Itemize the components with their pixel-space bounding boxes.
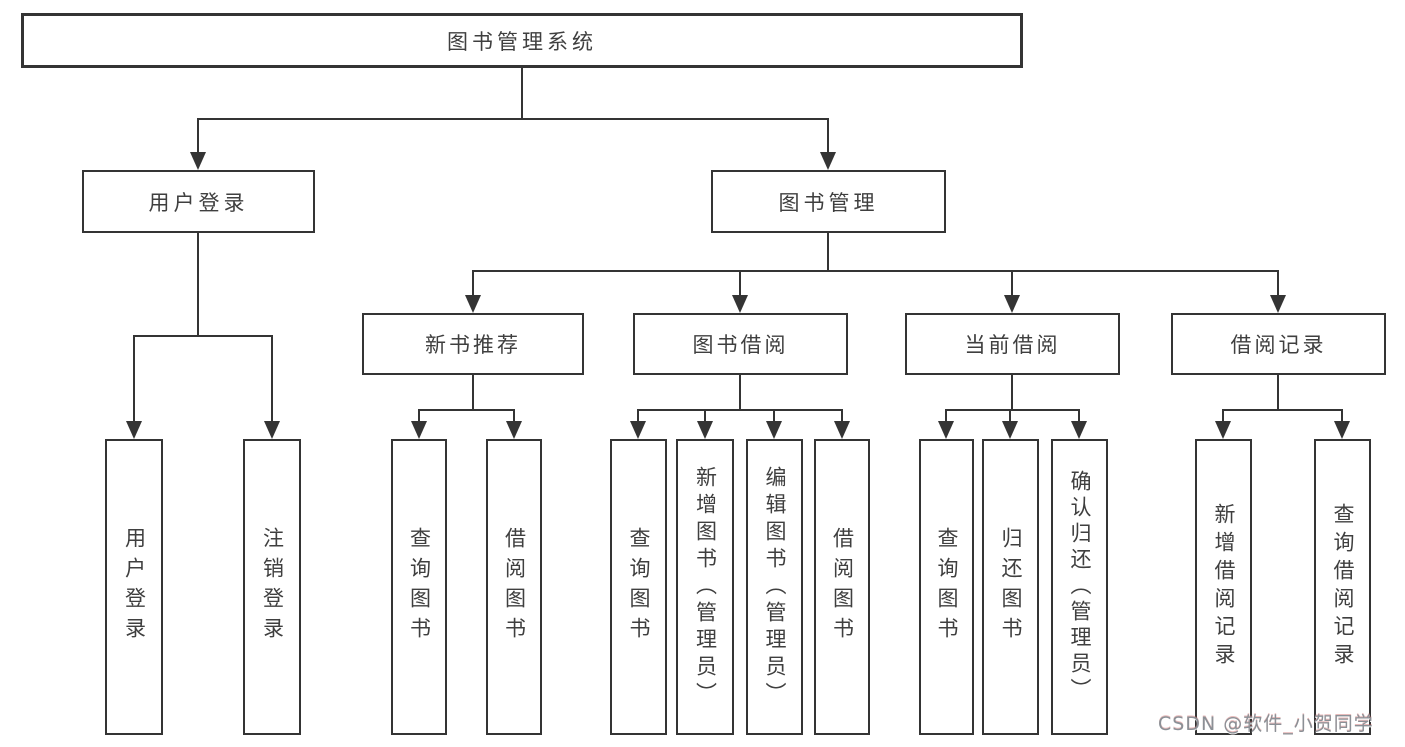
leaf-newbooks-query-books: 查询图书 <box>391 439 447 735</box>
flow-arrowhead <box>766 421 782 439</box>
flow-arrowhead <box>834 421 850 439</box>
leaf-borrow-books: 借阅图书 <box>814 439 870 735</box>
leaf-user-login-label: 用户登录 <box>122 527 147 647</box>
leaf-logout: 注销登录 <box>243 439 301 735</box>
connector-level1-bar <box>197 118 829 120</box>
connector-book-borrow-bar <box>637 409 843 411</box>
connector-drop <box>739 270 741 297</box>
flow-arrowhead <box>938 421 954 439</box>
connector-current-borrow-bar <box>945 409 1080 411</box>
connector-drop <box>197 118 199 154</box>
node-root: 图书管理系统 <box>21 13 1023 68</box>
connector-drop <box>513 409 515 423</box>
leaf-query-borrow-record-label: 查询借阅记录 <box>1331 503 1355 671</box>
leaf-edit-books-admin-label: 编辑图书（管理员） <box>763 465 787 709</box>
flow-arrowhead <box>411 421 427 439</box>
connector-drop <box>271 335 273 423</box>
leaf-add-books-admin: 新增图书（管理员） <box>676 439 734 735</box>
flow-arrowhead <box>506 421 522 439</box>
connector-borrow-records-bar <box>1222 409 1343 411</box>
node-root-label: 图书管理系统 <box>447 29 597 54</box>
leaf-borrow-query-books: 查询图书 <box>610 439 667 735</box>
leaf-return-books-label: 归还图书 <box>999 527 1023 647</box>
connector-records-stem <box>1277 375 1279 411</box>
connector-user-login-stem <box>197 233 199 337</box>
flow-arrowhead <box>1071 421 1087 439</box>
node-book-management-label: 图书管理 <box>778 190 879 215</box>
leaf-user-login: 用户登录 <box>105 439 163 735</box>
flow-arrowhead <box>1270 295 1286 313</box>
flow-arrowhead <box>1215 421 1231 439</box>
flow-arrowhead <box>1004 295 1020 313</box>
leaf-confirm-return-admin: 确认归还（管理员） <box>1051 439 1108 735</box>
flow-arrowhead <box>264 421 280 439</box>
leaf-add-books-admin-label: 新增图书（管理员） <box>693 465 718 709</box>
connector-drop <box>1341 409 1343 423</box>
node-user-login-label: 用户登录 <box>148 190 249 215</box>
connector-drop <box>133 335 135 423</box>
connector-drop <box>472 270 474 297</box>
connector-new-books-stem <box>472 375 474 411</box>
leaf-logout-label: 注销登录 <box>260 527 285 647</box>
leaf-newbooks-borrow-books: 借阅图书 <box>486 439 542 735</box>
leaf-newbooks-borrow-books-label: 借阅图书 <box>502 527 527 647</box>
node-current-borrow: 当前借阅 <box>905 313 1120 375</box>
leaf-borrow-books-label: 借阅图书 <box>830 527 855 647</box>
flow-arrowhead <box>630 421 646 439</box>
leaf-confirm-return-admin-label: 确认归还（管理员） <box>1068 470 1092 704</box>
flow-arrowhead <box>126 421 142 439</box>
leaf-current-query-books: 查询图书 <box>919 439 974 735</box>
leaf-newbooks-query-books-label: 查询图书 <box>407 527 432 647</box>
connector-level2-bar <box>472 270 1279 272</box>
node-borrow-records: 借阅记录 <box>1171 313 1386 375</box>
connector-new-books-bar <box>418 409 515 411</box>
connector-drop <box>773 409 775 423</box>
leaf-query-borrow-record: 查询借阅记录 <box>1314 439 1371 735</box>
flow-arrowhead <box>820 152 836 170</box>
connector-root-stem <box>521 68 523 118</box>
node-book-management: 图书管理 <box>711 170 946 233</box>
node-user-login: 用户登录 <box>82 170 315 233</box>
connector-drop <box>945 409 947 423</box>
connector-drop <box>1222 409 1224 423</box>
connector-drop <box>637 409 639 423</box>
flow-arrowhead <box>1002 421 1018 439</box>
node-new-book-recommend-label: 新书推荐 <box>425 333 521 357</box>
connector-current-stem <box>1011 375 1013 411</box>
leaf-current-query-books-label: 查询图书 <box>935 527 959 647</box>
node-borrow-records-label: 借阅记录 <box>1230 333 1327 357</box>
flow-arrowhead <box>1334 421 1350 439</box>
connector-drop <box>1078 409 1080 423</box>
leaf-add-borrow-record: 新增借阅记录 <box>1195 439 1252 735</box>
flow-arrowhead <box>190 152 206 170</box>
csdn-watermark: CSDN @软件_小贺同学 <box>1158 713 1374 735</box>
leaf-edit-books-admin: 编辑图书（管理员） <box>746 439 803 735</box>
node-current-borrow-label: 当前借阅 <box>964 333 1061 357</box>
connector-borrow-stem <box>739 375 741 411</box>
flow-arrowhead <box>465 295 481 313</box>
connector-drop <box>827 118 829 154</box>
connector-drop <box>704 409 706 423</box>
connector-drop <box>841 409 843 423</box>
connector-book-mgmt-stem <box>827 233 829 272</box>
connector-drop <box>1277 270 1279 297</box>
node-book-borrow: 图书借阅 <box>633 313 848 375</box>
leaf-return-books: 归还图书 <box>982 439 1039 735</box>
connector-drop <box>1011 270 1013 297</box>
flow-arrowhead <box>697 421 713 439</box>
node-new-book-recommend: 新书推荐 <box>362 313 584 375</box>
flow-arrowhead <box>732 295 748 313</box>
connector-user-login-bar <box>133 335 273 337</box>
leaf-add-borrow-record-label: 新增借阅记录 <box>1212 503 1236 671</box>
connector-drop <box>418 409 420 423</box>
connector-drop <box>1009 409 1011 423</box>
leaf-borrow-query-books-label: 查询图书 <box>627 527 651 647</box>
node-book-borrow-label: 图书借阅 <box>692 333 789 357</box>
